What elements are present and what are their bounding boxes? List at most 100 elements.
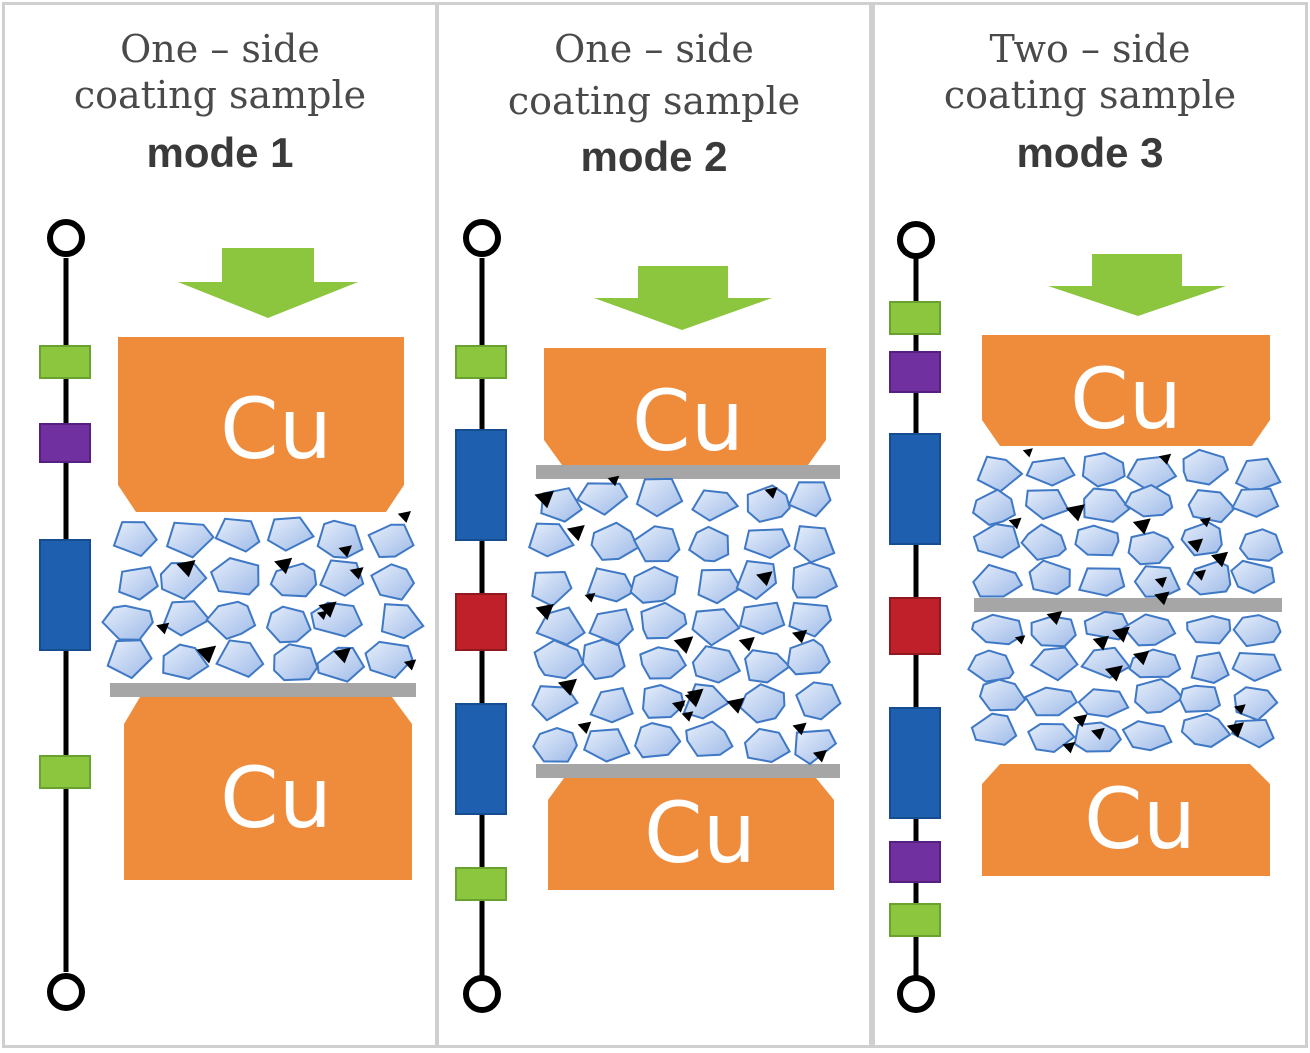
particle — [787, 481, 832, 518]
contact-spot — [338, 545, 352, 558]
copper-electrode-bottom: Cu — [982, 764, 1270, 876]
contact-spot — [1233, 704, 1246, 715]
contact-spot — [1065, 504, 1085, 522]
contact-spot — [1022, 448, 1033, 458]
copper-label: Cu — [644, 784, 756, 882]
particle — [1121, 720, 1173, 752]
copper-label: Cu — [1070, 350, 1182, 448]
copper-electrode-top: Cu — [982, 335, 1270, 448]
particle — [589, 686, 634, 724]
particle — [319, 559, 365, 597]
contact-spot — [1062, 741, 1076, 754]
particle — [532, 727, 578, 763]
particle — [970, 712, 1018, 746]
contact-spot — [156, 622, 170, 635]
resistor-red — [889, 597, 941, 655]
panel-title-line1: One – side — [120, 27, 320, 71]
particle — [380, 603, 425, 640]
particle — [162, 600, 212, 637]
contact-spot — [684, 691, 703, 708]
particle — [265, 605, 312, 644]
resistor-purple — [39, 423, 91, 463]
contact-spot — [1158, 453, 1172, 465]
circuit-mode-1 — [39, 219, 91, 1011]
particle — [632, 525, 681, 563]
particle — [535, 606, 586, 646]
resistor-purple — [889, 841, 941, 883]
contact-spot — [792, 722, 807, 736]
coating-layer — [974, 598, 1282, 612]
resistor-blue — [455, 703, 507, 815]
contact-spot — [535, 603, 554, 621]
particle — [588, 608, 635, 646]
copper-label: Cu — [632, 372, 744, 470]
contact-spot — [1092, 635, 1109, 651]
contact-spot — [1105, 665, 1123, 682]
contact-spot — [1154, 576, 1167, 588]
contact-spot — [756, 571, 773, 587]
particle — [112, 521, 158, 558]
particle — [743, 528, 791, 560]
terminal-bottom — [897, 975, 935, 1013]
particle — [1080, 646, 1132, 679]
contact-spot — [1091, 727, 1105, 741]
contact-spot — [738, 636, 755, 652]
contact-spot — [1154, 591, 1170, 606]
particle — [1234, 457, 1282, 493]
contact-spot — [726, 697, 745, 714]
particle — [1178, 684, 1222, 713]
contact-spot — [557, 678, 577, 696]
particle — [1123, 483, 1174, 518]
particle — [793, 525, 836, 564]
particle — [165, 521, 215, 559]
particle — [691, 489, 740, 522]
particle — [1122, 613, 1177, 647]
particle — [1028, 559, 1071, 596]
terminal-bottom — [47, 973, 85, 1011]
panel-mode-label: mode 1 — [146, 129, 294, 176]
contact-spot — [792, 629, 808, 644]
contact-spot — [176, 560, 196, 578]
particle — [735, 560, 778, 601]
particle — [795, 681, 842, 721]
particle — [739, 601, 786, 636]
panel-title-line2: coating sample — [507, 79, 801, 123]
particle — [1233, 686, 1279, 722]
contact-spot — [1199, 517, 1211, 528]
particle — [581, 638, 626, 681]
resistor-purple — [889, 351, 941, 393]
particle — [744, 649, 792, 684]
particle — [118, 565, 160, 601]
resistor-green — [39, 345, 91, 379]
particle — [106, 639, 153, 680]
copper-electrode-top: Cu — [544, 348, 826, 470]
contact-spot — [333, 647, 351, 664]
coating-layer — [536, 764, 840, 778]
particle — [101, 604, 154, 641]
particle — [1180, 521, 1223, 557]
particle — [209, 557, 260, 596]
contact-spot — [1046, 611, 1063, 625]
contact-spot — [317, 610, 328, 620]
contact-spot — [607, 475, 620, 487]
particle — [1187, 489, 1236, 524]
terminal-top — [47, 219, 85, 257]
contact-spot — [812, 749, 827, 763]
coating-layer — [536, 465, 840, 479]
particle — [746, 484, 791, 523]
particle — [214, 517, 261, 553]
contact-spot — [672, 700, 686, 713]
resistor-blue — [455, 429, 507, 541]
particle — [586, 567, 636, 603]
terminal-bottom — [463, 975, 501, 1013]
contact-spot — [349, 567, 364, 580]
particle — [575, 482, 629, 516]
particle — [1020, 523, 1067, 561]
particle — [316, 646, 366, 683]
particle — [697, 568, 743, 605]
particle — [533, 639, 585, 680]
particle — [1230, 559, 1276, 595]
particle — [685, 720, 734, 757]
particle — [266, 516, 315, 552]
